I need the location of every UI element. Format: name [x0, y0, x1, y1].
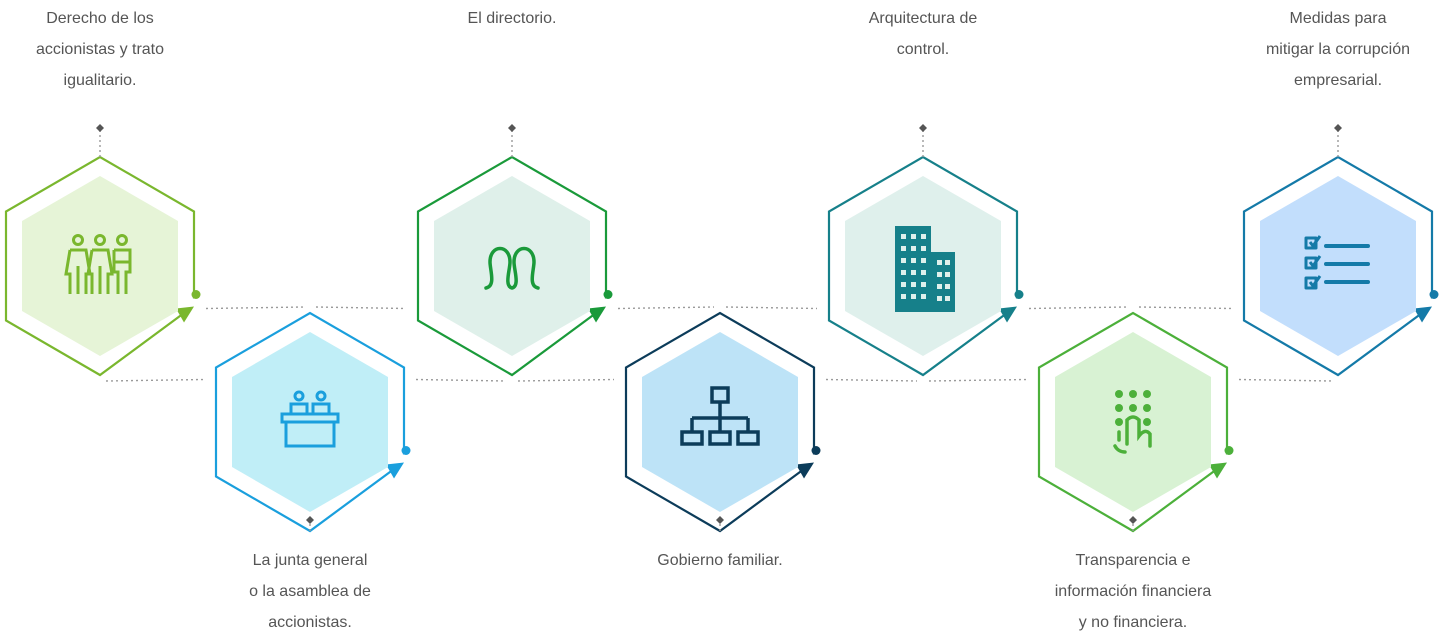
endpoint-dot [191, 290, 201, 299]
connector-line [105, 378, 205, 382]
endpoint-dot [401, 446, 411, 455]
caption-diamond-icon [1129, 516, 1137, 524]
step-caption: Derecho de los accionistas y trato igual… [35, 10, 165, 89]
connector-line [1238, 378, 1333, 382]
step-caption: La junta general o la asamblea de accion… [249, 552, 371, 631]
step-node [4, 124, 201, 377]
arrowhead [386, 462, 404, 479]
endpoint-dot [811, 446, 821, 455]
step-node [416, 124, 613, 377]
hexagon-outline [4, 155, 196, 377]
connector-line [205, 306, 305, 310]
caption-diamond-icon [508, 124, 516, 132]
step-node [1037, 311, 1234, 533]
arrowhead [1209, 462, 1227, 479]
caption-diamond-icon [1334, 124, 1342, 132]
connector-line [928, 378, 1028, 382]
step-node [624, 311, 821, 533]
step-caption: Medidas para mitigar la corrupción empre… [1265, 10, 1411, 89]
hexagon-fill [1055, 332, 1211, 512]
connector-line [517, 378, 615, 382]
step-caption: Transparencia e información financiera y… [1054, 552, 1212, 631]
caption-diamond-icon [96, 124, 104, 132]
hexagon-fill [434, 176, 590, 356]
hexagon-outline [1242, 155, 1434, 377]
hexagon-outline [827, 155, 1019, 377]
connector-line [617, 306, 715, 310]
connector-line [725, 306, 818, 310]
step-caption: El directorio. [467, 10, 557, 27]
caption-diamond-icon [919, 124, 927, 132]
arrowhead [796, 462, 814, 479]
connector-line [1028, 306, 1128, 310]
endpoint-dot [1429, 290, 1439, 299]
step-node [827, 124, 1024, 377]
endpoint-dot [1014, 290, 1024, 299]
caption-diamond-icon [306, 516, 314, 524]
step-caption: Gobierno familiar. [657, 552, 783, 569]
connector-line [415, 378, 507, 382]
connector-line [315, 306, 407, 310]
step-node [214, 311, 411, 533]
connector-line [1138, 306, 1233, 310]
step-node [1242, 124, 1439, 377]
arrowhead [588, 306, 606, 323]
hexagon-outline [416, 155, 608, 377]
connector-line [825, 378, 918, 382]
endpoint-dot [603, 290, 613, 299]
step-caption: Arquitectura de control. [868, 10, 978, 58]
arrowhead [176, 306, 194, 323]
arrowhead [1414, 306, 1432, 323]
caption-diamond-icon [716, 516, 724, 524]
arrowhead [999, 306, 1017, 323]
endpoint-dot [1224, 446, 1234, 455]
